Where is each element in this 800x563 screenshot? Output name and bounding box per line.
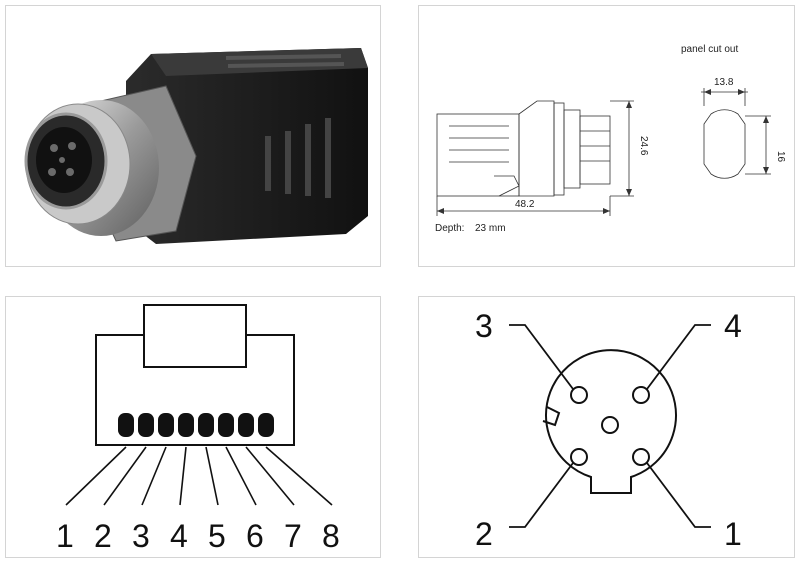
rj45-contact-5 (198, 413, 214, 437)
panel-cut-out-label: panel cut out (681, 44, 738, 55)
rj45-lead-1 (65, 446, 127, 506)
rj45-lead-3 (141, 446, 167, 506)
rj45-pinout-panel: 1 2 3 4 5 6 7 8 (5, 296, 381, 558)
depth-label: Depth: (435, 223, 464, 234)
rj45-pin-label-5: 5 (208, 518, 226, 554)
rj45-pin-label-8: 8 (322, 518, 340, 554)
cutout-width-label: 13.8 (714, 77, 734, 88)
rj45-latch (143, 304, 247, 368)
rj45-lead-6 (225, 446, 257, 506)
rj45-lead-8 (265, 446, 333, 506)
dimension-drawing-panel: panel cut out 13.8 16 24.6 48.2 Depth: 2… (418, 5, 795, 267)
rj45-pinout-diagram: 1 2 3 4 5 6 7 8 (56, 304, 340, 554)
m12-contact-4 (632, 386, 650, 404)
m12-contact-2 (570, 448, 588, 466)
m12-contact-1 (632, 448, 650, 466)
m12-pin-label-3: 3 (475, 308, 493, 344)
rj45-contact-2 (138, 413, 154, 437)
connector-photo (24, 48, 368, 244)
m12-pin-label-2: 2 (475, 516, 493, 552)
rj45-body (95, 334, 295, 446)
rj45-lead-2 (103, 446, 147, 506)
rj45-lead-4 (179, 446, 187, 506)
rj45-contact-3 (158, 413, 174, 437)
rj45-lead-7 (245, 446, 295, 506)
rj45-contact-4 (178, 413, 194, 437)
dimension-drawing: panel cut out 13.8 16 24.6 48.2 Depth: 2… (435, 44, 786, 234)
m12-pin-label-1: 1 (724, 516, 742, 552)
rj45-lead-5 (205, 446, 219, 506)
rj45-contact-6 (218, 413, 234, 437)
depth-value: 23 mm (475, 223, 506, 234)
length-dimension-label: 48.2 (515, 199, 535, 210)
height-dimension-label: 24.6 (638, 136, 649, 156)
rj45-pin-label-6: 6 (246, 518, 264, 554)
rj45-contact-8 (258, 413, 274, 437)
m12-pinout-diagram: 3 4 2 1 (475, 308, 742, 552)
rj45-contact-7 (238, 413, 254, 437)
rj45-pin-label-2: 2 (94, 518, 112, 554)
m12-face-outline (545, 349, 677, 494)
rj45-pin-label-7: 7 (284, 518, 302, 554)
panel-cutout-shape (703, 109, 746, 179)
cutout-height-label: 16 (775, 151, 786, 163)
m12-contact-center (601, 416, 619, 434)
rj45-contact-1 (118, 413, 134, 437)
m12-pinout-panel: 3 4 2 1 (418, 296, 795, 558)
rj45-pin-label-4: 4 (170, 518, 188, 554)
m12-contact-3 (570, 386, 588, 404)
rj45-pin-label-1: 1 (56, 518, 74, 554)
product-photo-panel (5, 5, 381, 267)
rj45-pin-label-3: 3 (132, 518, 150, 554)
m12-pin-label-4: 4 (724, 308, 742, 344)
